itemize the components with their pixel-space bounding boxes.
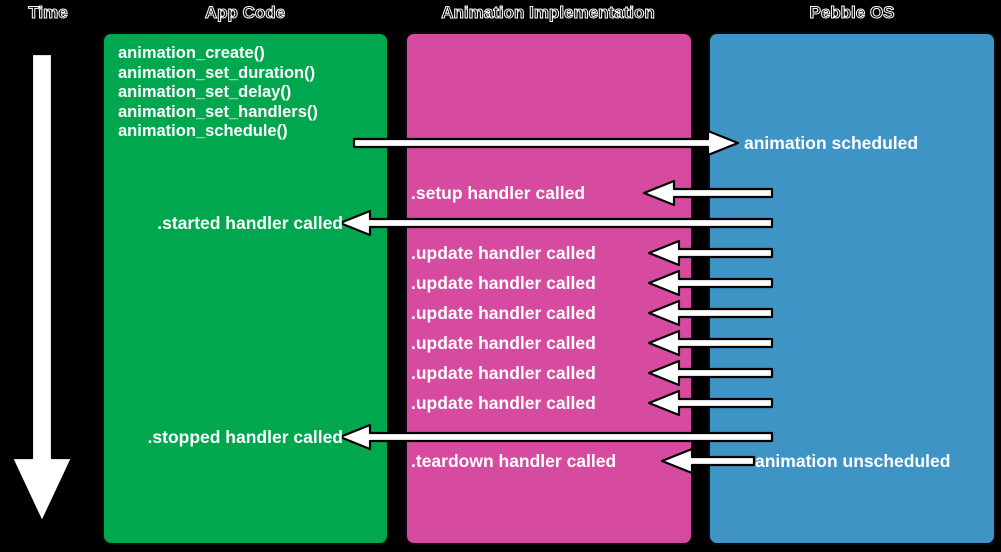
column-header-time: Time [28, 3, 68, 23]
message-row-stopped-handler: .stopped handler called [0, 422, 1001, 452]
arrow-left-icon [660, 447, 756, 475]
app-code-call-5: animation_schedule() [118, 122, 288, 140]
message-label-update-handler-5: .update handler called [411, 363, 596, 383]
message-row-animation-scheduled: animation scheduled [0, 128, 1001, 158]
message-label-update-handler-1: .update handler called [411, 243, 596, 263]
column-header-pebble-os: Pebble OS [809, 3, 895, 23]
message-row-update-handler-4: .update handler called [0, 328, 1001, 358]
app-code-call-2: animation_set_duration() [118, 63, 316, 82]
message-label-update-handler-4: .update handler called [411, 333, 596, 353]
message-row-setup-handler: .setup handler called [0, 178, 1001, 208]
time-axis-arrow [6, 44, 78, 534]
message-label-update-handler-6: .update handler called [411, 393, 596, 413]
app-code-call-1: animation_create() [118, 44, 265, 62]
column-header-animation-implementation: Animation Implementation [441, 3, 655, 23]
lane-pebble-os [708, 32, 996, 545]
lane-app-code [102, 32, 389, 545]
message-label-update-handler-2: .update handler called [411, 273, 596, 293]
app-code-call-3: animation_set_delay() [118, 83, 292, 101]
arrow-left-icon [647, 329, 774, 357]
arrow-left-icon [647, 389, 774, 417]
message-row-teardown-handler: .teardown handler called animation unsch… [0, 446, 1001, 476]
arrow-right-icon [352, 129, 740, 157]
message-row-update-handler-5: .update handler called [0, 358, 1001, 388]
arrow-left-icon [647, 359, 774, 387]
message-row-started-handler: .started handler called [0, 208, 1001, 238]
message-label-started-handler: .started handler called [157, 213, 343, 233]
column-header-app-code: App Code [204, 3, 286, 23]
app-code-call-list: animation_create() animation_set_duratio… [118, 44, 388, 142]
message-label-animation-unscheduled: animation unscheduled [755, 451, 951, 471]
message-label-update-handler-3: .update handler called [411, 303, 596, 323]
message-row-update-handler-6: .update handler called [0, 388, 1001, 418]
arrow-left-icon [338, 209, 774, 237]
message-label-setup-handler: .setup handler called [411, 183, 586, 203]
arrow-left-icon [647, 269, 774, 297]
message-label-animation-scheduled: animation scheduled [744, 133, 919, 153]
arrow-left-icon [647, 239, 774, 267]
lane-animation-implementation [405, 32, 693, 545]
arrow-left-icon [647, 299, 774, 327]
arrow-left-icon [642, 179, 774, 207]
arrow-left-icon [338, 423, 774, 451]
message-row-update-handler-2: .update handler called [0, 268, 1001, 298]
message-row-update-handler-1: .update handler called [0, 238, 1001, 268]
app-code-call-4: animation_set_handlers() [118, 102, 318, 121]
down-arrow-icon [10, 52, 74, 524]
message-row-update-handler-3: .update handler called [0, 298, 1001, 328]
message-label-stopped-handler: .stopped handler called [147, 427, 343, 447]
message-label-teardown-handler: .teardown handler called [411, 451, 617, 471]
